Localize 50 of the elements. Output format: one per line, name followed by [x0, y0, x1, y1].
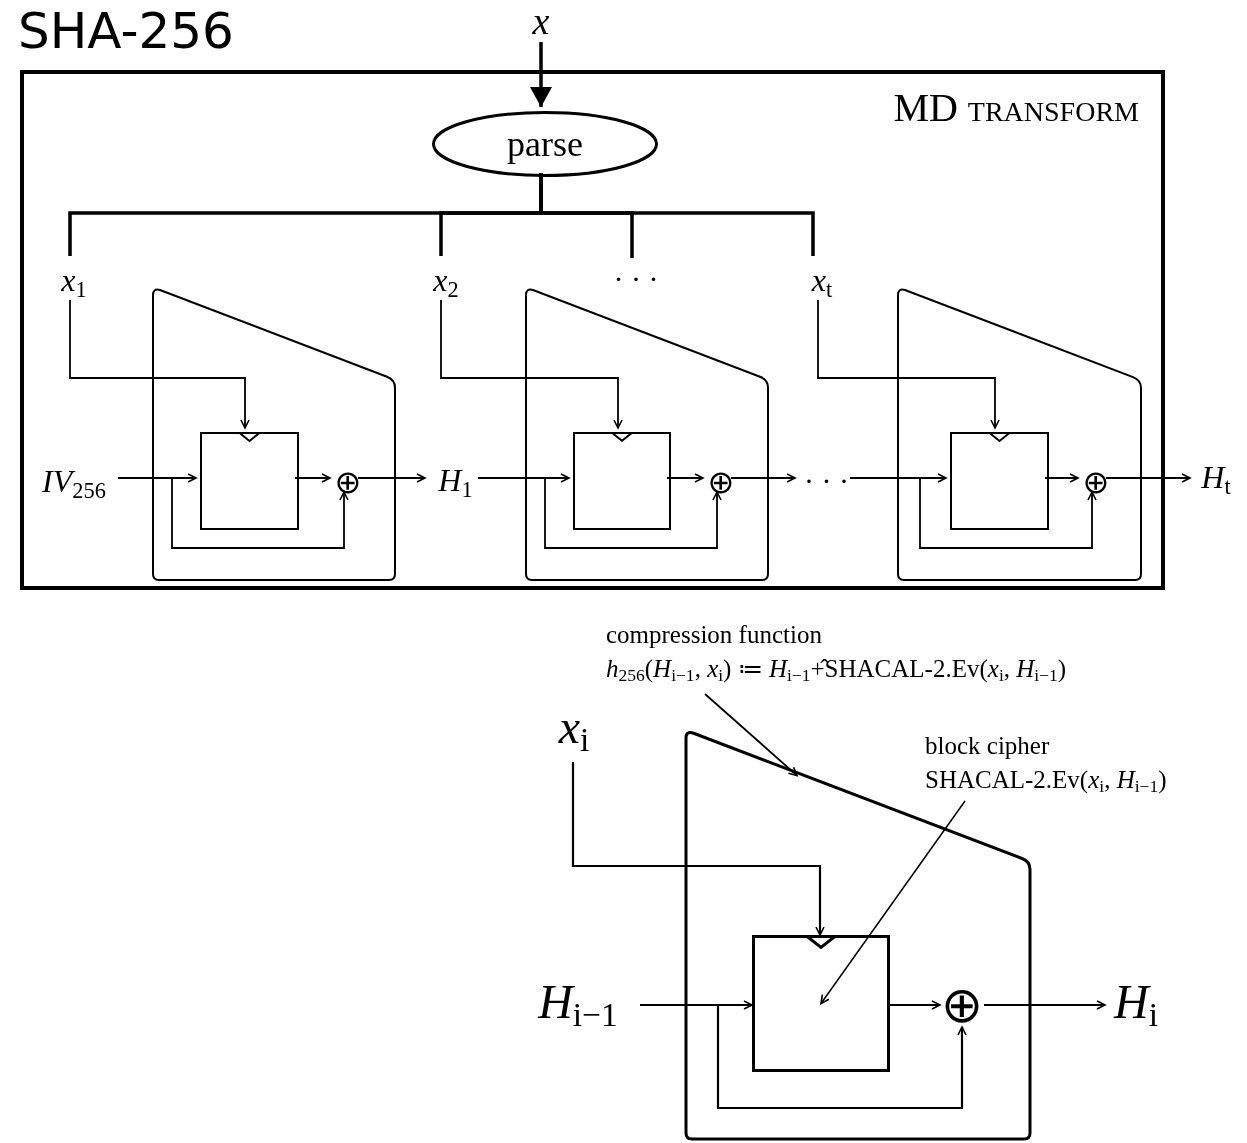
arrow: [849, 477, 1097, 549]
formula-text: SHACAL-2.Ev(x$_{i}$, H$_{i−1}$): [925, 767, 1167, 796]
arrow: [530, 42, 552, 107]
initial-value-label: IV$_{256}$: [26, 460, 122, 506]
frame-heading: MD transform: [893, 88, 1139, 128]
block-cipher-box: [950, 432, 1049, 530]
compression-function-outline: [152, 287, 396, 581]
compression-function-outline: [897, 287, 1142, 581]
arrow: [640, 1003, 967, 1110]
arrow: [117, 477, 349, 549]
arrow: [730, 473, 796, 483]
xor-symbol: ⊕: [334, 468, 362, 496]
compression-function-outline: [525, 287, 769, 581]
input-variable: x: [518, 0, 564, 42]
ellipsis: · · ·: [799, 466, 854, 496]
leader-line: [820, 800, 966, 1005]
block-cipher-box: [573, 432, 671, 530]
formula-text: h$_{256}$(H$_{i−1}$, x$_{i}$) ≔ H$_{i−1}$+̂SHACAL-2.Ev(x$_{i}$, H$_{i−1}$): [606, 656, 1067, 685]
arrow: [440, 299, 623, 429]
ellipsis: · · ·: [604, 262, 668, 296]
caption-text: compression function: [606, 622, 822, 649]
transform-frame: [20, 70, 1165, 590]
arrow: [1044, 473, 1079, 483]
arrow: [571, 762, 825, 936]
block-variable: x$_{2}$: [420, 260, 472, 304]
arrow: [294, 473, 331, 483]
block-cipher-box: [752, 935, 890, 1072]
block-variable: x$_{1}$: [48, 260, 100, 304]
arrow: [817, 299, 1000, 429]
parse-ellipse: parse: [432, 111, 658, 177]
arrow: [477, 477, 722, 549]
xor-symbol: ⊕: [707, 468, 735, 496]
block-cipher-box: [200, 432, 299, 530]
arrow: [984, 1000, 1106, 1010]
hash-value-label: H$_{1}$: [429, 460, 482, 504]
caption-text: block cipher: [925, 733, 1050, 760]
arrow: [69, 299, 250, 429]
leader-line: [704, 693, 798, 777]
xor-symbol: ⊕: [1082, 468, 1110, 496]
hash-value-label: H$_{i−1}$: [516, 972, 640, 1038]
arrow: [666, 473, 704, 483]
block-variable: x$_{i}$: [546, 698, 602, 762]
hash-value-label: H$_{t}$: [1190, 456, 1242, 502]
arrow: [890, 1000, 941, 1010]
diagram-title: SHA-256: [18, 4, 234, 59]
xor-symbol: ⊕: [940, 983, 984, 1027]
arrow: [1105, 473, 1191, 483]
hash-value-label: H$_{i}$: [1105, 972, 1167, 1038]
arrow: [357, 473, 426, 483]
block-variable: x$_{t}$: [794, 260, 850, 304]
